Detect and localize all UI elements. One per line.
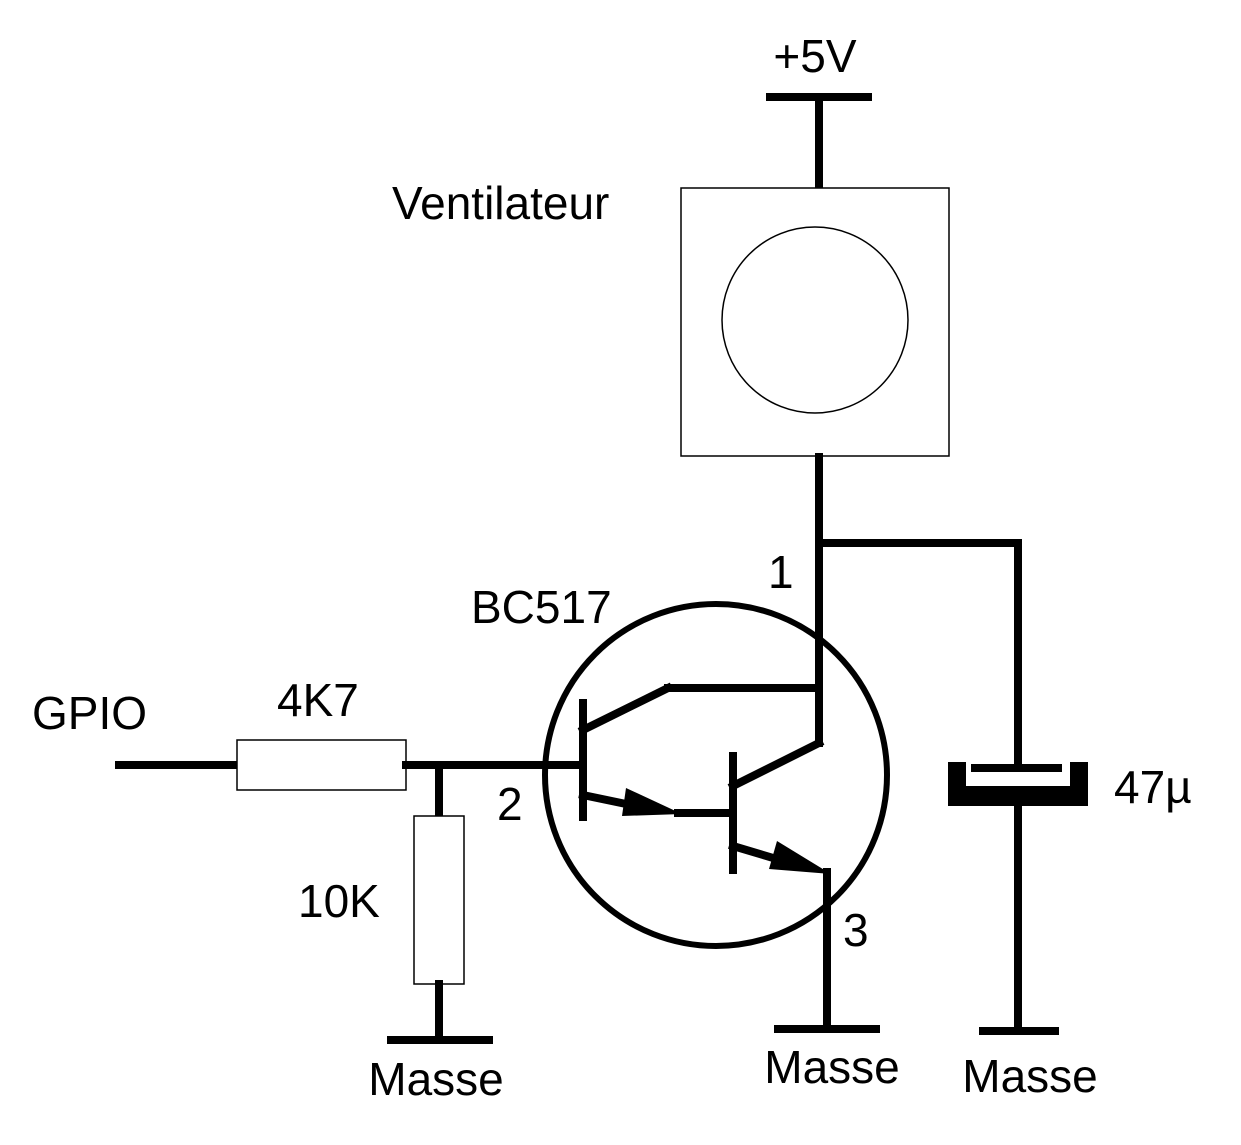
ground-label-pulldown: Masse	[368, 1053, 503, 1105]
capacitor-branch-wire	[815, 539, 1022, 770]
pin-collector-label: 1	[768, 546, 794, 598]
ground-label-capacitor: Masse	[962, 1050, 1097, 1102]
ground-label-emitter: Masse	[764, 1041, 899, 1093]
fan-label: Ventilateur	[392, 177, 609, 229]
gpio-label: GPIO	[32, 687, 147, 739]
transistor-part: BC517	[471, 581, 612, 633]
supply-rail	[766, 93, 872, 190]
darlington-transistor	[542, 574, 890, 1031]
fan-symbol	[680, 187, 950, 457]
capacitor-value: 47µ	[1114, 761, 1192, 813]
capacitor-symbol	[948, 762, 1088, 1035]
pin-base-label: 2	[497, 778, 523, 830]
supply-label: +5V	[773, 30, 856, 82]
resistor-pulldown-value: 10K	[298, 875, 380, 927]
resistor-pulldown-symbol	[413, 815, 465, 985]
pin-emitter-label: 3	[843, 904, 869, 956]
resistor-series-value: 4K7	[277, 674, 359, 726]
resistor-series-symbol	[236, 739, 407, 791]
